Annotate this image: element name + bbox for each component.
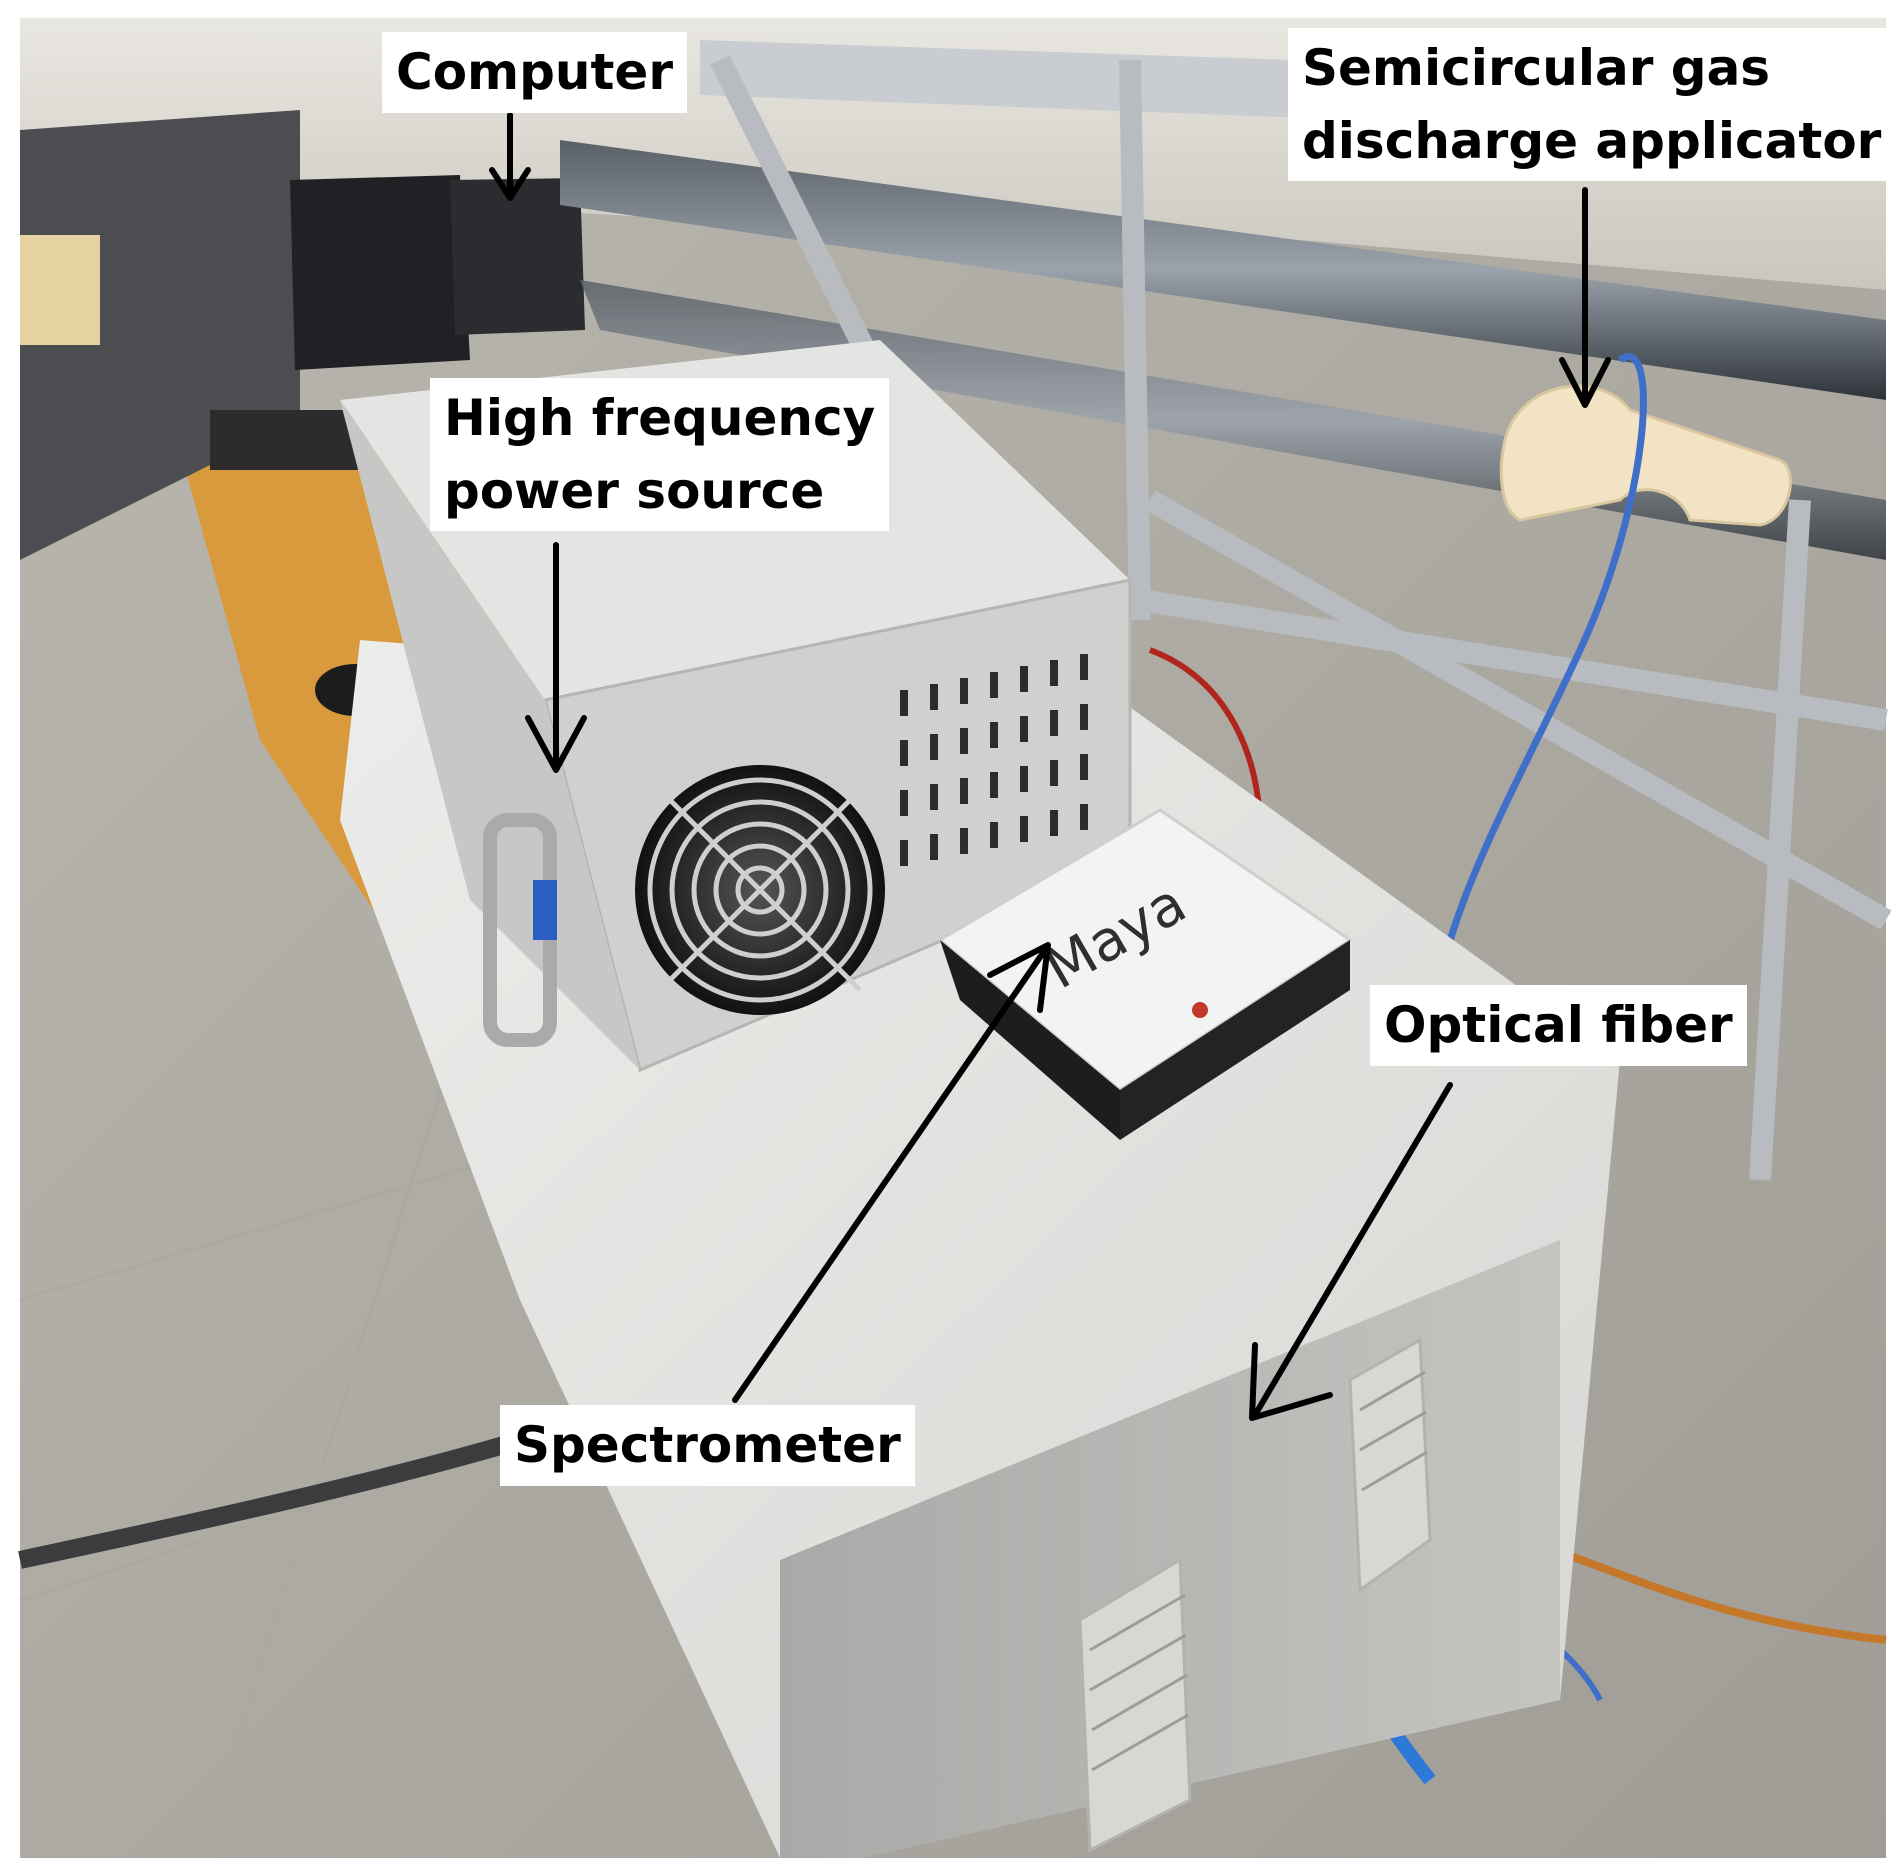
label-power-line2: power source bbox=[444, 461, 825, 520]
computer-monitor bbox=[290, 175, 585, 370]
label-optical-fiber: Optical fiber bbox=[1370, 985, 1747, 1066]
label-applicator-line2: discharge applicator bbox=[1302, 111, 1882, 170]
label-power-source: High frequency power source bbox=[430, 378, 890, 531]
label-optical-fiber-text: Optical fiber bbox=[1384, 996, 1733, 1054]
label-computer: Computer bbox=[382, 32, 688, 113]
annotation-arrows bbox=[489, 112, 1611, 1421]
label-applicator: Semicircular gas discharge applicator bbox=[1288, 28, 1896, 181]
label-power-line1: High frequency bbox=[444, 389, 876, 447]
spectrometer-device: Maya bbox=[937, 808, 1353, 1140]
label-applicator-line1: Semicircular gas bbox=[1302, 39, 1771, 97]
label-spectrometer-text: Spectrometer bbox=[514, 1416, 901, 1474]
label-spectrometer: Spectrometer bbox=[500, 1405, 915, 1486]
label-computer-text: Computer bbox=[396, 43, 674, 101]
